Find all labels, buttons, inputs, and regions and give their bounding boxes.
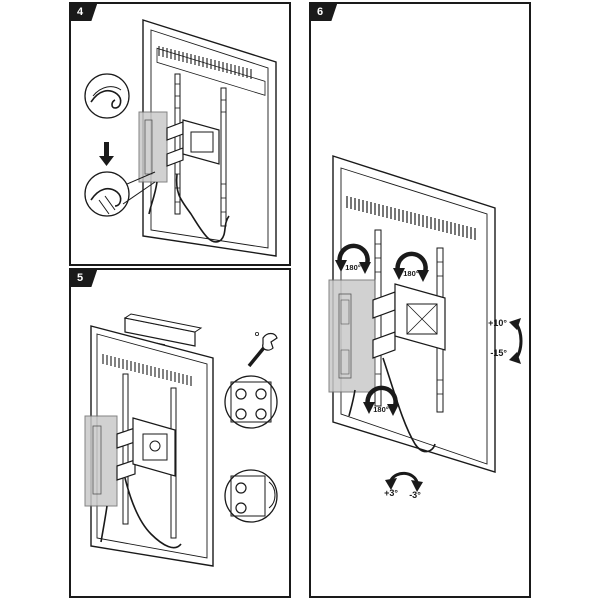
- cable-clip-detail-top: [84, 73, 130, 119]
- power-cable: [382, 357, 436, 453]
- left-swivel-arrow-icon: [335, 243, 371, 274]
- wall-plate: [138, 111, 168, 183]
- level-minus-label: -3°: [409, 490, 421, 500]
- bolt-detail-bottom: [224, 469, 278, 523]
- right-swivel-arrow-icon: [393, 251, 429, 282]
- mount-arms: [116, 417, 176, 481]
- bottom-swivel-label: 180°: [373, 405, 389, 414]
- bottom-swivel-arrow-icon: [363, 385, 399, 416]
- tilt-arrow-icon: [509, 318, 523, 364]
- wall-plate: [328, 279, 376, 393]
- down-arrow-icon: [99, 142, 114, 166]
- tilt-up-label: +10°: [488, 318, 507, 328]
- step-5-badge: 5: [71, 270, 98, 287]
- mount-arms: [166, 119, 220, 167]
- step-6-illustration: 180° 180° 180° +10° -15° +3° -3°: [328, 155, 523, 500]
- level-plus-label: +3°: [384, 488, 398, 498]
- detail-leader-line: [126, 171, 156, 185]
- cable-clip-detail-bottom: [84, 171, 130, 217]
- left-swivel-label: 180°: [345, 263, 361, 272]
- tilt-down-label: -15°: [490, 348, 507, 358]
- wrench-icon: [247, 332, 278, 368]
- step-5-illustration: [84, 313, 278, 567]
- step-5-panel: 5: [69, 268, 291, 598]
- step-4-panel: 4: [69, 2, 291, 266]
- power-cable: [175, 173, 230, 243]
- step-6-badge: 6: [311, 4, 338, 21]
- power-cable: [124, 477, 182, 549]
- cable-drop: [148, 181, 158, 215]
- bolt-detail-top: [224, 375, 278, 429]
- vent-slots: [102, 354, 192, 386]
- step-4-illustration: [84, 19, 277, 257]
- level-adjust-arrow-icon: [385, 471, 423, 492]
- step-6-panel: 6: [309, 2, 531, 598]
- right-swivel-label: 180°: [403, 269, 419, 278]
- mount-arms: [372, 283, 446, 359]
- step-4-badge: 4: [71, 4, 98, 21]
- vent-slots: [346, 196, 476, 240]
